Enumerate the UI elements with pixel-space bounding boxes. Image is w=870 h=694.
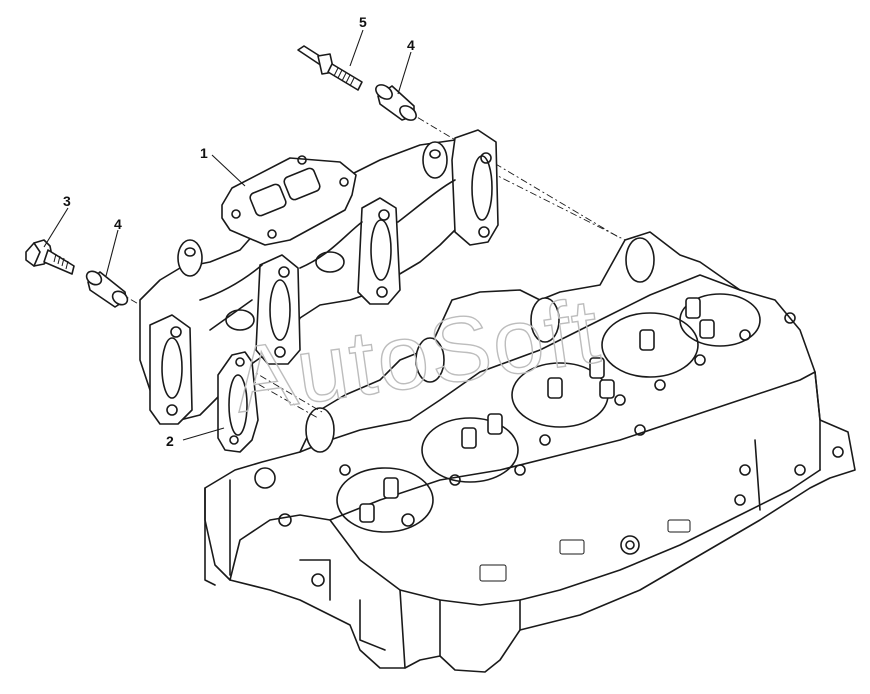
callout-5: 5 bbox=[359, 14, 367, 30]
exhaust-manifold bbox=[139, 129, 499, 425]
leader-lines bbox=[43, 29, 412, 441]
callout-2: 2 bbox=[166, 433, 174, 449]
callout-4-upper: 4 bbox=[407, 37, 415, 53]
spacer-sleeve-lower bbox=[85, 270, 129, 308]
bolt-part-3 bbox=[25, 239, 75, 275]
callout-1: 1 bbox=[200, 145, 208, 161]
callout-3: 3 bbox=[63, 193, 71, 209]
callout-4-lower: 4 bbox=[114, 216, 122, 232]
manifold-gasket bbox=[217, 351, 259, 453]
spacer-sleeve-upper bbox=[375, 84, 417, 121]
cylinder-head bbox=[204, 231, 856, 673]
stud-part-5 bbox=[297, 45, 363, 91]
